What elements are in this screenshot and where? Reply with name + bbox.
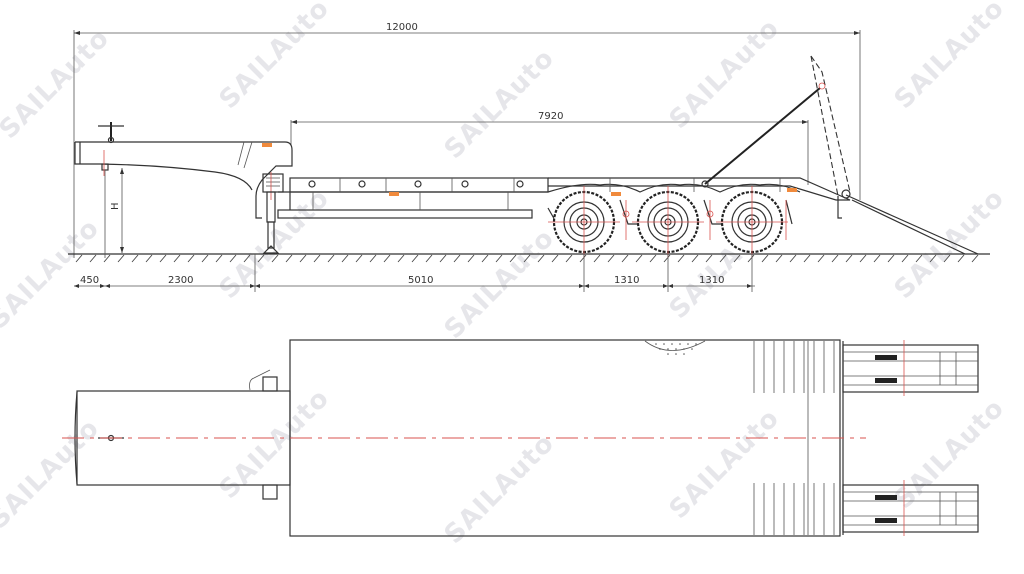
marker-light [389, 192, 399, 196]
dimension-overall-length: 12000 [73, 22, 861, 258]
watermark-text: SAILAuto [889, 0, 1011, 115]
ground-line [68, 253, 990, 263]
axle-group [548, 186, 788, 258]
wheel-3 [716, 186, 788, 258]
marker-light [611, 192, 621, 196]
watermark-text: SAILAuto [214, 0, 336, 115]
spare-tyre-dots [655, 343, 697, 355]
rear-ramp-lowered [837, 189, 979, 255]
dimension-label-kingpin-offset: 450 [80, 275, 99, 286]
ramp-left [842, 340, 979, 396]
coupling-handle-icon [98, 122, 124, 144]
watermarks: SAILAuto SAILAuto SAILAuto SAILAuto SAIL… [0, 0, 1010, 550]
dimension-label-deck-length: 7920 [538, 111, 563, 122]
spare-tyre-outline [644, 340, 706, 351]
rear-ramp-raised [810, 55, 851, 197]
dimension-chain: 450 2300 5010 1310 1310 [74, 254, 755, 292]
kingpin [101, 150, 109, 258]
ramp-slats [753, 341, 835, 535]
dimension-label-overall-length: 12000 [386, 22, 418, 33]
dimension-label-axle-spacing-1: 1310 [614, 275, 639, 286]
ramp-stay-bar [701, 87, 821, 188]
top-view [62, 339, 979, 537]
dimension-deck-length: 7920 [290, 111, 809, 185]
wheel-2 [632, 186, 704, 258]
watermark-text: SAILAuto [214, 383, 336, 505]
watermark-text: SAILAuto [0, 23, 115, 145]
ramp-right [842, 480, 979, 536]
watermark-text: SAILAuto [664, 13, 786, 135]
marker-light [262, 143, 272, 147]
gooseneck: H [74, 122, 293, 258]
dimension-label-axle-spacing-2: 1310 [699, 275, 724, 286]
dimension-label-landing-gear-to-axle: 5010 [408, 275, 433, 286]
watermark-text: SAILAuto [0, 413, 105, 535]
dimension-label-kingpin-to-landing-gear: 2300 [168, 275, 193, 286]
watermark-text: SAILAuto [889, 393, 1011, 515]
side-view: 12000 7920 [68, 22, 990, 292]
watermark-text: SAILAuto [889, 183, 1011, 305]
watermark-text: SAILAuto [439, 223, 561, 345]
watermark-text: SAILAuto [664, 403, 786, 525]
dimension-label-height: H [110, 202, 121, 210]
marker-light [787, 188, 797, 192]
main-deck [277, 177, 851, 225]
dimension-height: H [110, 168, 124, 253]
watermark-text: SAILAuto [439, 428, 561, 550]
wheel-1 [548, 186, 620, 258]
landing-gear [254, 172, 284, 292]
watermark-text: SAILAuto [439, 43, 561, 165]
